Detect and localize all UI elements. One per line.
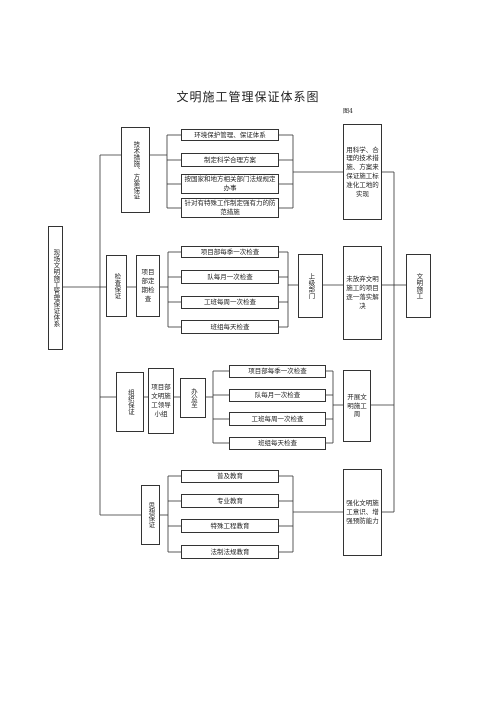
org-result-label: 开展文明施工周 bbox=[347, 392, 367, 419]
org-item-1: 项目部每季一次检查 bbox=[229, 365, 326, 378]
tech-branch-node: 技术措施、方案保证 bbox=[121, 127, 150, 213]
tech-item-2: 制定科学合理方案 bbox=[181, 153, 279, 167]
check-item-2: 队每月一次检查 bbox=[181, 270, 279, 284]
org-item-2-label: 队每月一次检查 bbox=[254, 391, 301, 400]
thought-item-2-label: 专业教育 bbox=[217, 496, 243, 505]
tech-item-1-label: 环境保护管理、保证体系 bbox=[194, 130, 266, 139]
tech-item-4: 针对有特殊工作制定强有力的防范措施 bbox=[181, 198, 279, 218]
office-label: 办公室 bbox=[189, 388, 198, 408]
superior-dept-node: 上级部门 bbox=[298, 254, 323, 318]
org-item-2: 队每月一次检查 bbox=[229, 389, 326, 402]
tech-item-2-label: 制定科学合理方案 bbox=[204, 155, 256, 164]
tech-item-3: 按国家和地方相关部门法规规定办事 bbox=[181, 174, 279, 194]
thought-item-3: 特殊工程教育 bbox=[181, 519, 279, 533]
office-node: 办公室 bbox=[180, 378, 206, 418]
org-sub-label: 项目部文明施工领导小组 bbox=[151, 383, 171, 418]
tech-item-3-label: 按国家和地方相关部门法规规定办事 bbox=[184, 175, 276, 192]
check-item-4: 班组每天检查 bbox=[181, 320, 279, 334]
thought-item-4: 法制法规教育 bbox=[181, 545, 279, 559]
org-sub-node: 项目部文明施工领导小组 bbox=[148, 368, 174, 434]
org-branch-label: 组织保证 bbox=[126, 389, 135, 415]
check-sub-node: 项目部定期检查 bbox=[136, 255, 160, 317]
tech-branch-label: 技术措施、方案保证 bbox=[131, 140, 140, 200]
org-branch-node: 组织保证 bbox=[116, 372, 144, 432]
root-node: 现场文明施工管理保证体系 bbox=[48, 226, 63, 350]
tech-item-4-label: 针对有特殊工作制定强有力的防范措施 bbox=[184, 199, 276, 216]
thought-item-3-label: 特殊工程教育 bbox=[210, 521, 250, 530]
diagram-title: 文明施工管理保证体系图 bbox=[176, 90, 320, 104]
check-item-3-label: 工班每周一次检查 bbox=[204, 298, 256, 307]
check-result-label: 未放弃文明施工的项目逐一落实解决 bbox=[346, 275, 379, 310]
org-item-4-label: 班组每天检查 bbox=[258, 439, 297, 448]
thought-branch-node: 思想保证 bbox=[141, 485, 160, 545]
superior-dept-label: 上级部门 bbox=[306, 273, 315, 299]
thought-result-label: 强化文明施工意识、增强预防能力 bbox=[346, 499, 379, 525]
thought-item-2: 专业教育 bbox=[181, 494, 279, 508]
check-result: 未放弃文明施工的项目逐一落实解决 bbox=[343, 246, 382, 340]
goal-label: 文明施工 bbox=[414, 273, 423, 299]
tech-result-label: 用科学、合理的技术措施、方案来保证施工标准化工地的实现 bbox=[346, 145, 379, 198]
thought-result: 强化文明施工意识、增强预防能力 bbox=[343, 469, 382, 556]
org-item-4: 班组每天检查 bbox=[229, 437, 326, 450]
org-item-1-label: 项目部每季一次检查 bbox=[248, 367, 307, 376]
tech-result: 用科学、合理的技术措施、方案来保证施工标准化工地的实现 bbox=[343, 124, 382, 220]
check-branch-node: 检查保证 bbox=[106, 255, 127, 317]
org-result: 开展文明施工周 bbox=[343, 370, 371, 442]
check-item-1: 项目部每季一次检查 bbox=[181, 246, 279, 258]
check-branch-label: 检查保证 bbox=[112, 273, 121, 299]
figure-number: 图4 bbox=[343, 108, 353, 115]
org-item-3-label: 工班每周一次检查 bbox=[251, 414, 304, 423]
check-item-1-label: 项目部每季一次检查 bbox=[200, 247, 260, 256]
thought-item-1-label: 普及教育 bbox=[217, 472, 243, 481]
check-item-3: 工班每周一次检查 bbox=[181, 296, 279, 309]
tech-item-1: 环境保护管理、保证体系 bbox=[181, 129, 279, 141]
goal-node: 文明施工 bbox=[406, 254, 431, 318]
org-item-3: 工班每周一次检查 bbox=[229, 412, 326, 426]
thought-item-1: 普及教育 bbox=[181, 470, 279, 483]
thought-item-4-label: 法制法规教育 bbox=[210, 547, 250, 556]
root-label: 现场文明施工管理保证体系 bbox=[51, 249, 60, 327]
thought-branch-label: 思想保证 bbox=[146, 502, 155, 528]
check-item-2-label: 队每月一次检查 bbox=[207, 272, 253, 281]
check-item-4-label: 班组每天检查 bbox=[210, 322, 250, 331]
check-sub-label: 项目部定期检查 bbox=[141, 268, 155, 303]
